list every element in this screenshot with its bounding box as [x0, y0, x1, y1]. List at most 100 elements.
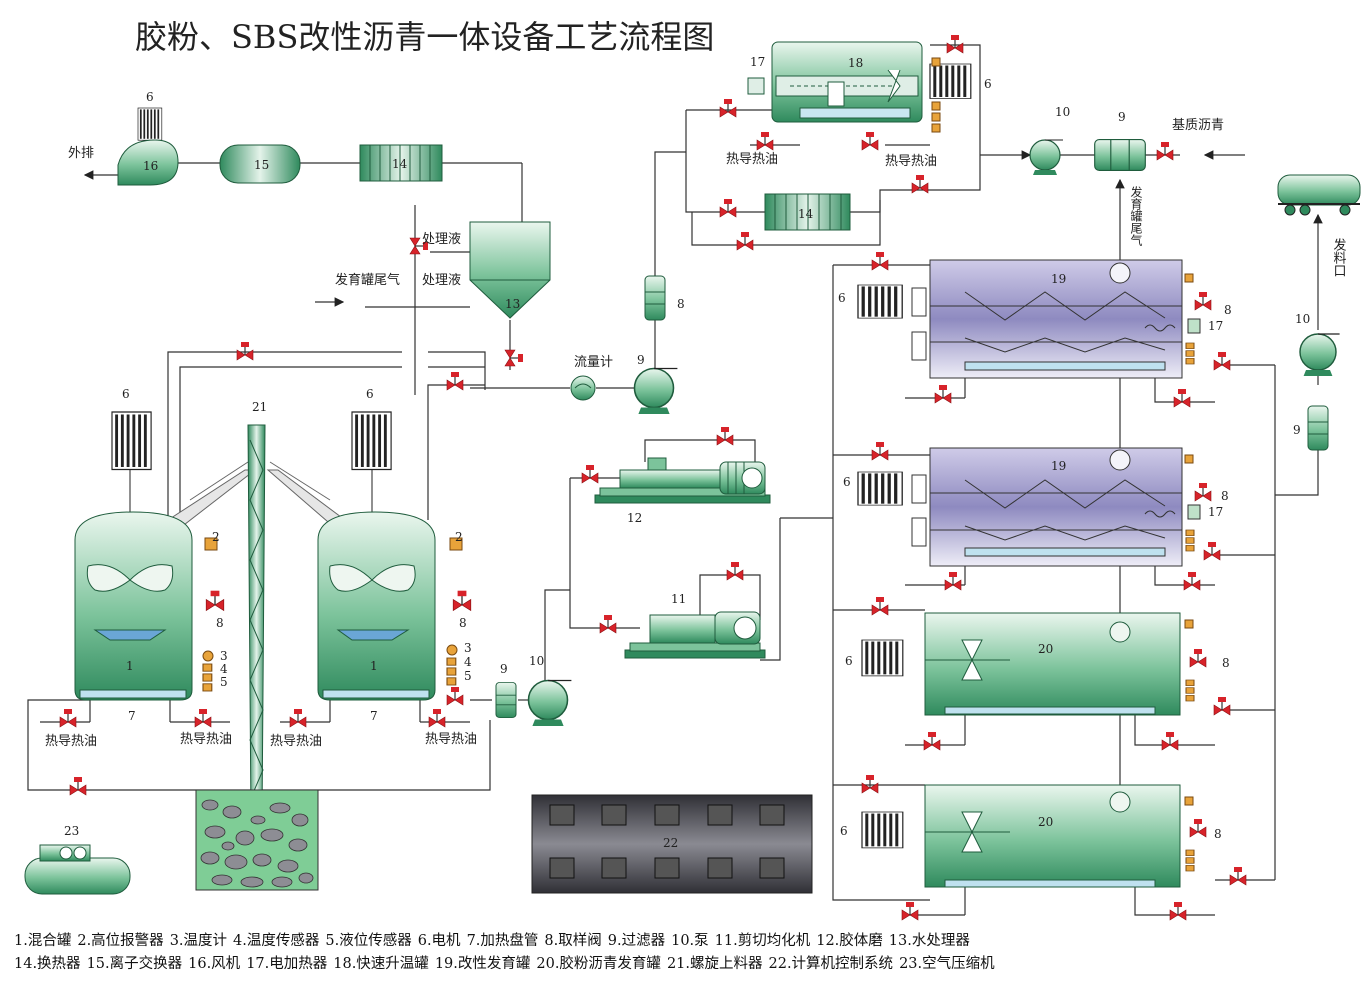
- svg-text:6: 6: [984, 77, 992, 91]
- svg-text:6: 6: [122, 387, 130, 401]
- svg-text:8: 8: [216, 616, 224, 630]
- svg-text:2: 2: [455, 530, 463, 544]
- legend-item: 4.温度传感器: [233, 933, 320, 949]
- treat-liquid-label-2: 处理液: [422, 273, 461, 288]
- heat-exchanger-14-top: [359, 144, 443, 182]
- legend-item: 23.空气压缩机: [899, 956, 995, 972]
- treat-liquid-label-1: 处理液: [422, 232, 461, 247]
- svg-text:5: 5: [220, 675, 228, 689]
- svg-text:9: 9: [1118, 110, 1126, 124]
- colloid-mill-12: [594, 457, 771, 504]
- svg-text:12: 12: [627, 511, 642, 525]
- svg-text:8: 8: [1221, 489, 1229, 503]
- legend-item: 15.离子交换器: [86, 956, 183, 972]
- legend-item: 18.快速升温罐: [333, 956, 429, 972]
- svg-text:10: 10: [1295, 312, 1310, 326]
- legend-item: 16.风机: [188, 956, 241, 972]
- svg-text:8: 8: [1222, 656, 1230, 670]
- tail-gas-vertical-label: 发育罐尾气: [1129, 185, 1143, 246]
- diagram-title: 胶粉、SBS改性沥青一体设备工艺流程图: [135, 18, 715, 56]
- svg-text:10: 10: [529, 654, 544, 668]
- filter-9-top: [1094, 139, 1146, 171]
- rubber-asphalt-tank-20-top: [860, 612, 1195, 716]
- legend-item: 6.电机: [417, 933, 461, 949]
- hot-oil-label: 热导热油: [726, 152, 778, 167]
- air-compressor-23: [24, 844, 131, 895]
- svg-text:9: 9: [1293, 423, 1301, 437]
- diagram-labels: 外排 处理液 处理液 发育罐尾气 流量计 基质沥青 热导热油 热导热油 热导热油…: [45, 118, 1224, 749]
- svg-text:2: 2: [212, 530, 220, 544]
- svg-text:6: 6: [840, 824, 848, 838]
- heat-exchanger-14-mid: [764, 193, 851, 231]
- legend-item: 22.计算机控制系统: [768, 956, 894, 972]
- svg-text:9: 9: [500, 662, 508, 676]
- legend-item: 8.取样阀: [544, 933, 602, 949]
- svg-text:9: 9: [637, 353, 645, 367]
- water-treater-13: [469, 221, 551, 319]
- filter-8: [644, 275, 666, 321]
- svg-text:14: 14: [798, 207, 814, 221]
- svg-text:19: 19: [1051, 272, 1066, 286]
- svg-text:22: 22: [663, 836, 678, 850]
- svg-text:17: 17: [1208, 319, 1223, 333]
- pump-10-right: [1299, 333, 1341, 377]
- svg-text:8: 8: [1214, 827, 1222, 841]
- svg-text:7: 7: [370, 709, 378, 723]
- equipment-numbers: 6 16 15 14 13 17 18 6 14 10 9 8 9 21 6 6…: [64, 55, 1310, 850]
- svg-text:20: 20: [1038, 815, 1053, 829]
- hot-oil-label: 热导热油: [180, 732, 232, 747]
- svg-text:4: 4: [464, 655, 472, 669]
- screw-feeder-21: [195, 424, 319, 891]
- ion-exchanger-15: [219, 144, 301, 184]
- legend-item: 14.换热器: [14, 956, 81, 972]
- base-asphalt-label: 基质沥青: [1172, 118, 1224, 133]
- svg-text:8: 8: [459, 616, 467, 630]
- svg-text:21: 21: [252, 400, 267, 414]
- svg-text:20: 20: [1038, 642, 1053, 656]
- svg-text:17: 17: [750, 55, 765, 69]
- svg-text:1: 1: [126, 659, 134, 673]
- svg-text:6: 6: [843, 475, 851, 489]
- legend-item: 3.温度计: [169, 933, 228, 949]
- legend-item: 10.泵: [671, 933, 709, 949]
- legend-item: 17.电加热器: [246, 956, 328, 972]
- pump-10-top: [1029, 139, 1064, 176]
- legend-item: 11.剪切均化机: [714, 933, 811, 949]
- svg-text:4: 4: [220, 662, 228, 676]
- modification-tank-19-bottom: [856, 447, 1201, 567]
- exhaust-label: 外排: [68, 146, 94, 161]
- shear-homogenizer-11: [624, 611, 766, 659]
- flowmeter-label: 流量计: [574, 355, 613, 370]
- filter-9-bottom: [495, 681, 517, 719]
- tank-exhaust-label: 发育罐尾气: [335, 272, 400, 288]
- svg-text:15: 15: [254, 158, 269, 172]
- pump-9-mid: [633, 367, 679, 415]
- svg-text:14: 14: [392, 157, 408, 171]
- pipelines: [27, 44, 1323, 916]
- legend-item: 20.胶粉沥青发育罐: [536, 956, 661, 972]
- svg-text:8: 8: [1224, 303, 1232, 317]
- svg-text:3: 3: [220, 649, 228, 663]
- computer-control-system-22: [531, 794, 813, 894]
- mixing-tank-1-right: [317, 410, 472, 701]
- svg-text:6: 6: [845, 654, 853, 668]
- mixing-tank-1-left: [74, 410, 225, 701]
- legend-item: 21.螺旋上料器: [666, 956, 763, 972]
- svg-text:11: 11: [671, 592, 686, 606]
- svg-text:1: 1: [370, 659, 378, 673]
- svg-text:8: 8: [677, 297, 685, 311]
- svg-text:13: 13: [505, 297, 520, 311]
- svg-text:10: 10: [1055, 105, 1070, 119]
- svg-text:18: 18: [848, 56, 863, 70]
- modification-tank-19-top: [856, 259, 1201, 379]
- legend-item: 13.水处理器: [888, 933, 970, 949]
- hot-oil-label: 热导热油: [425, 732, 477, 747]
- svg-text:6: 6: [838, 291, 846, 305]
- legend-item: 7.加热盘管: [466, 933, 539, 949]
- svg-text:5: 5: [464, 669, 472, 683]
- legend-item: 9.过滤器: [607, 933, 666, 949]
- legend-item: 19.改性发育罐: [434, 956, 531, 972]
- discharge-port-label: 发料口: [1331, 237, 1347, 277]
- rapid-heating-tank-18: [747, 41, 973, 133]
